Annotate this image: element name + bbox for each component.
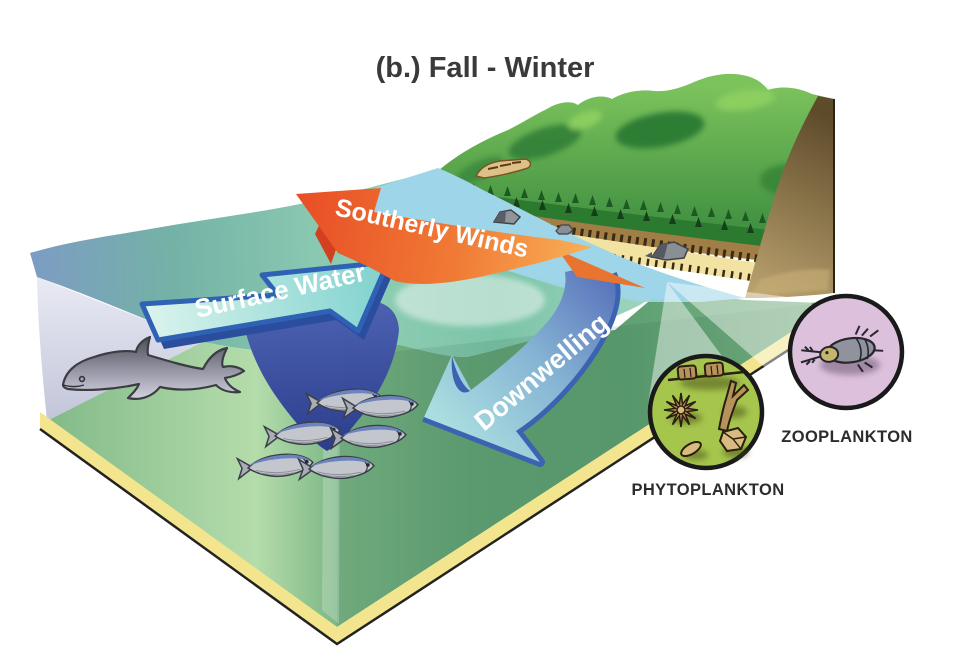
porpoise-mouth [62, 384, 85, 388]
phytoplankton-icons [663, 361, 750, 457]
surface-water-arrow-body [139, 259, 391, 343]
porpoise-illustration [61, 335, 246, 400]
seed-diatom-icon [680, 441, 702, 457]
diatom-chain-icon [667, 361, 745, 382]
zooplankton-icon [800, 325, 884, 373]
rock [555, 224, 574, 235]
mountains [438, 73, 834, 235]
surface-haze [395, 274, 545, 326]
downwelling-arrow-body [424, 269, 616, 462]
cube-diatom-icon [718, 426, 748, 453]
bluff-fringe [445, 208, 809, 270]
phytoplankton-inset: PHYTOPLANKTON [631, 353, 784, 499]
southerly-winds-tail-fold [558, 250, 645, 288]
phytoplankton-label: PHYTOPLANKTON [631, 481, 784, 499]
zooplankton-inset: ZOOPLANKTON [781, 293, 913, 446]
star-diatom-icon [663, 392, 699, 428]
seafloor-band-left [40, 412, 337, 644]
driftwood-spit [474, 158, 532, 179]
rock [492, 209, 522, 225]
southerly-winds-arrow: Southerly Winds [296, 188, 645, 288]
forest-band [446, 190, 806, 252]
nearshore-water [340, 168, 745, 302]
subducting-water [243, 300, 399, 451]
rock [645, 241, 689, 261]
cliff-face [745, 96, 834, 298]
cliff-highlight [752, 269, 830, 295]
downwelling-barb-sliver [451, 356, 470, 393]
diagram-title: (b.) Fall - Winter [376, 52, 595, 84]
zooplankton-label: ZOOPLANKTON [781, 428, 913, 446]
southerly-winds-body [296, 188, 592, 284]
fork-diatom-icon [717, 379, 750, 433]
porpoise-eye [78, 375, 86, 383]
rocks [492, 209, 689, 261]
cone-to-zooplankton [667, 282, 812, 399]
